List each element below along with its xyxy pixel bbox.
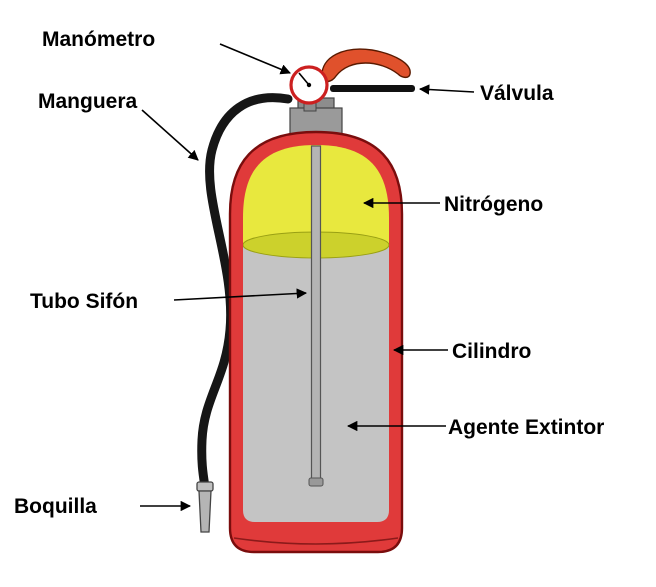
cylinder-base-line (233, 537, 399, 545)
valve-lever (330, 85, 415, 92)
label-manometro: Manómetro (42, 28, 155, 51)
label-nitrogeno: Nitrógeno (444, 193, 543, 216)
label-manguera: Manguera (38, 90, 138, 113)
label-tubo-sifon: Tubo Sifón (30, 290, 138, 313)
label-boquilla: Boquilla (14, 495, 97, 518)
label-cilindro: Cilindro (452, 340, 531, 363)
arrow-valvula (418, 84, 475, 95)
valve-handle (321, 48, 411, 83)
label-agente-extintor: Agente Extintor (448, 416, 604, 439)
arrow-manometro (219, 43, 291, 75)
siphon-tube (308, 145, 324, 487)
arrow-tubo-sifon (173, 288, 308, 301)
label-valvula: Válvula (480, 82, 554, 105)
arrow-manguera (141, 109, 199, 161)
pressure-gauge (289, 65, 329, 112)
nozzle (196, 481, 214, 533)
